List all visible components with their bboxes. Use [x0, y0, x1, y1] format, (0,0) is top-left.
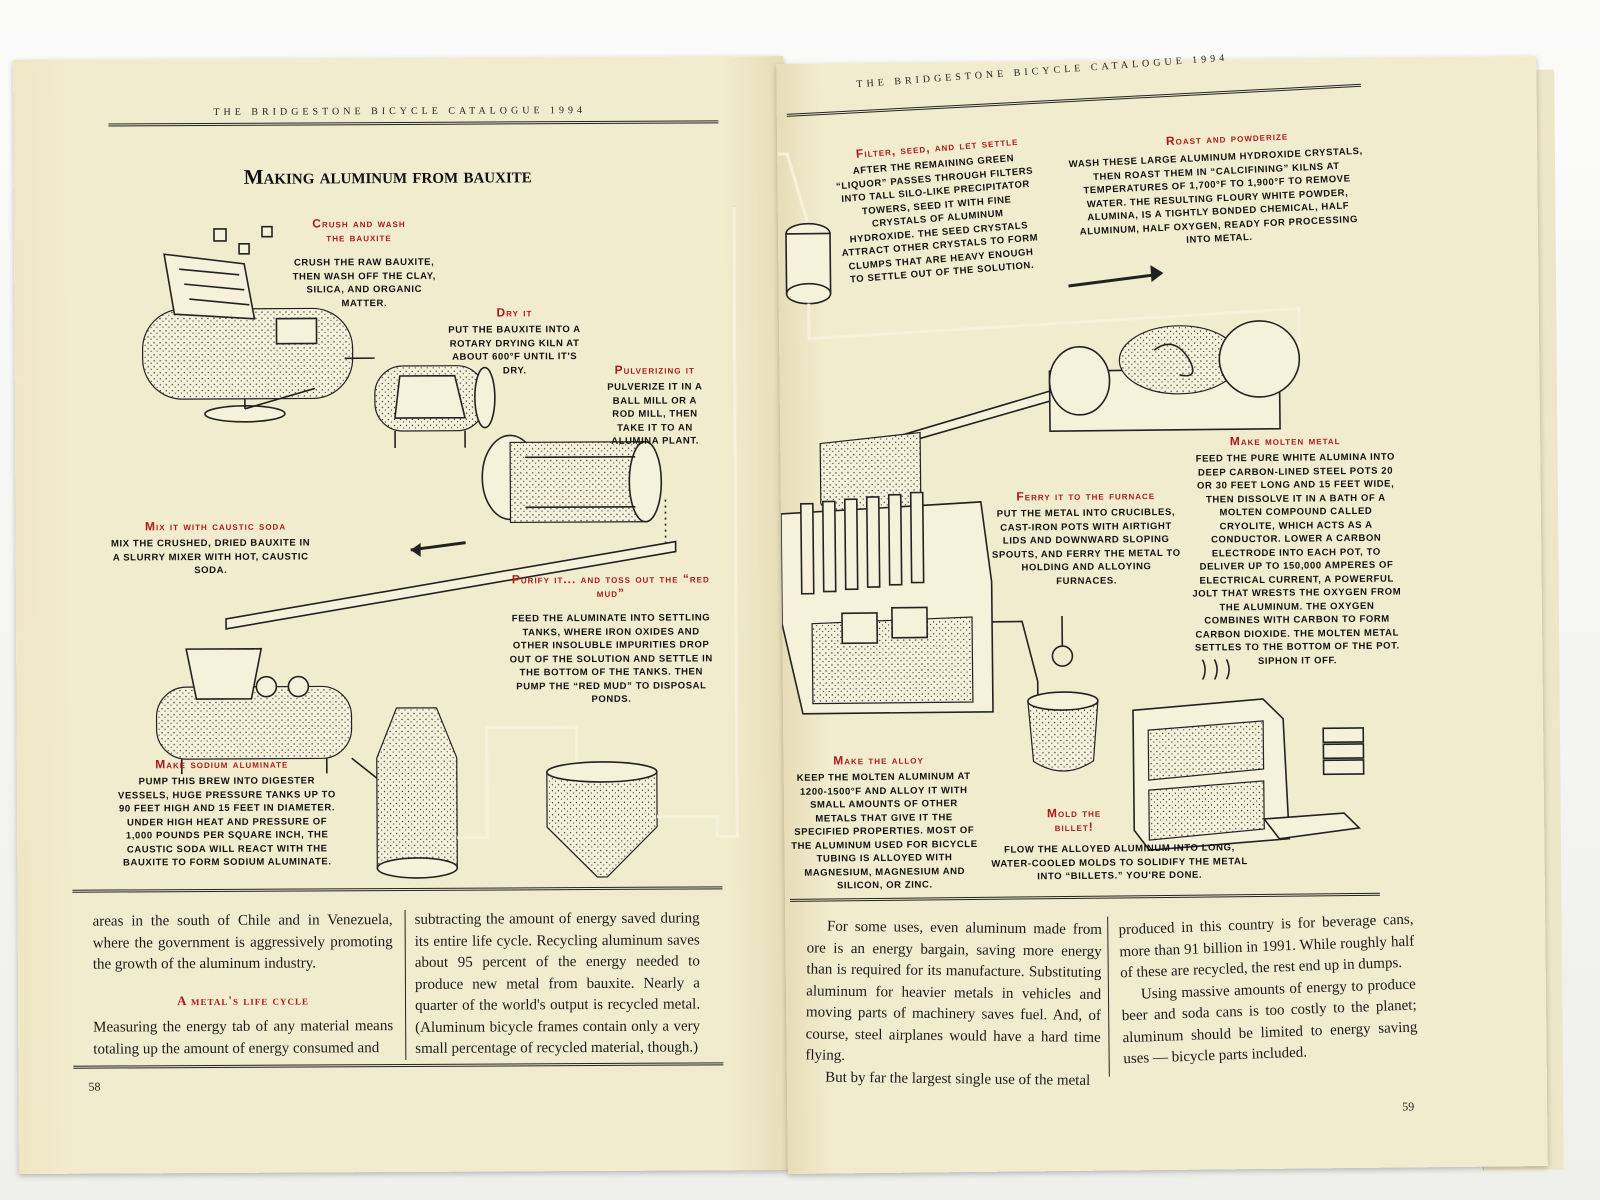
step-head-ferry: Ferry it to the furnace [1016, 488, 1156, 504]
settling-tank [546, 761, 658, 878]
right-page: THE BRIDGESTONE BICYCLE CATALOGUE 1994 [776, 53, 1548, 1174]
step-text-molten: Feed the pure white alumina into deep ca… [1192, 451, 1402, 667]
step-text-roast: Wash these large aluminum hydroxide crys… [1068, 145, 1364, 246]
right-column-1: For some uses, even aluminum made from o… [805, 916, 1102, 1092]
process-illustration-right [776, 152, 1365, 851]
step-text-filter: After the remaining green “liquor” passe… [835, 153, 1039, 286]
step-head-purify: Purify it... and toss out the “red mud” [511, 571, 710, 600]
step-head-molten: Make molten metal [1229, 433, 1341, 449]
step-head-crush: Crush and wash the bauxite [312, 215, 406, 245]
drying-kiln [374, 365, 496, 449]
calcining-kiln [1048, 320, 1301, 432]
page-number: 58 [88, 1079, 101, 1094]
step-text-crush: Crush the raw bauxite, then wash off the… [292, 256, 436, 309]
body-paragraph: produced in this country is for beverage… [1118, 911, 1415, 982]
right-column-2: produced in this country is for beverage… [1118, 910, 1418, 1071]
step-head-alloy: Make the alloy [833, 752, 924, 768]
left-page: THE BRIDGESTONE BICYCLE CATALOGUE 1994 M… [13, 55, 789, 1175]
crucible [1027, 616, 1099, 772]
step-head-sodium: Make sodium aluminate [155, 756, 289, 772]
slurry-mixer [155, 647, 353, 775]
step-text-purify: Feed the aluminate into settling tanks, … [509, 612, 713, 706]
step-text-ferry: Put the metal into crucibles, cast-iron … [991, 506, 1181, 587]
precipitator-tower [785, 222, 832, 305]
body-paragraph: Using massive amounts of energy to produ… [1121, 976, 1418, 1068]
step-text-dry: Put the bauxite into a rotary drying kil… [448, 324, 581, 376]
body-paragraph: subtracting the amount of energy saved d… [414, 910, 701, 1057]
body-paragraph: Measuring the energy tab of any material… [93, 1018, 394, 1058]
step-head-dry: Dry it [496, 305, 533, 320]
body-paragraph: But by far the largest single use of the… [825, 1069, 1091, 1089]
digester-tank [351, 707, 459, 879]
left-column-1: areas in the south of Chile and in Venez… [93, 910, 394, 1061]
smelting-pots [780, 431, 994, 715]
holding-furnace [1132, 658, 1365, 851]
step-text-sodium: Pump this brew into digester vessels, hu… [117, 775, 336, 869]
step-text-mold: Flow the alloyed aluminum into long, wat… [991, 842, 1248, 883]
page-number: 59 [1402, 1099, 1415, 1114]
conveyor [225, 496, 677, 630]
process-illustration-left [142, 206, 739, 879]
body-bottom-rule [73, 1062, 724, 1069]
section-subhead: A metal's life cycle [177, 991, 309, 1008]
ball-mill [481, 434, 663, 524]
step-text-mix: Mix the crushed, dried bauxite in a slur… [110, 537, 311, 577]
crusher-washer [142, 225, 375, 423]
step-head-pulverize: Pulverizing it [614, 362, 695, 377]
column-divider [1107, 916, 1110, 1077]
body-paragraph: For some uses, even aluminum made from o… [805, 918, 1103, 1064]
step-head-mold: Mold the billet! [1046, 805, 1102, 835]
body-paragraph: areas in the south of Chile and in Venez… [92, 912, 393, 973]
step-head-mix: Mix it with caustic soda [144, 518, 287, 534]
step-text-alloy: Keep the molten aluminum at 1200-1500°F … [791, 771, 978, 892]
left-column-2: subtracting the amount of energy saved d… [415, 908, 701, 1060]
step-text-pulverize: Pulverize it in a ball mill or a rod mil… [607, 381, 703, 447]
